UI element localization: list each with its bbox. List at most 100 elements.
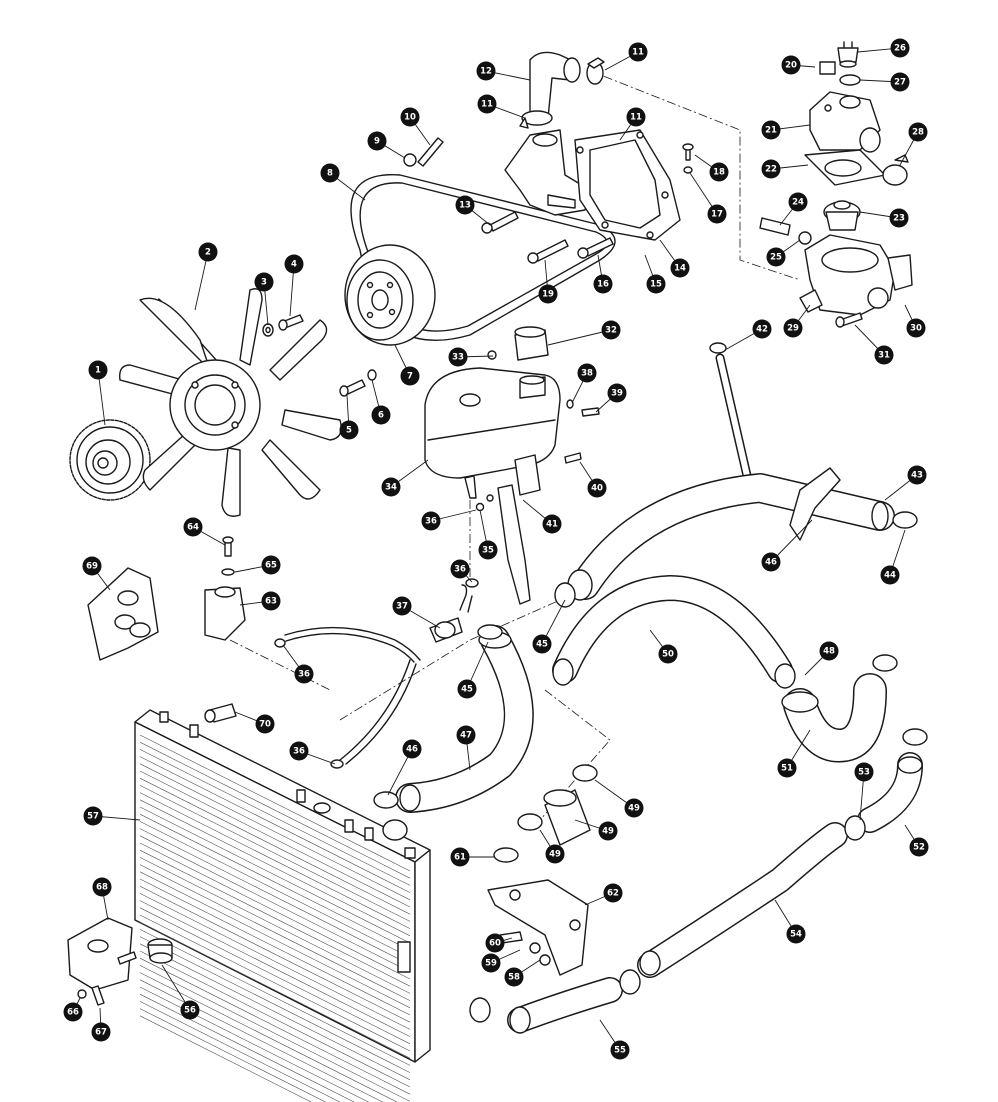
callout-11: 11: [628, 42, 648, 62]
radiator-fin: [139, 756, 411, 893]
radiator: [134, 709, 431, 1102]
callout-badge: [532, 634, 552, 654]
callout-number: 52: [913, 843, 925, 853]
callout-number: 16: [597, 280, 609, 290]
callout-number: 56: [184, 1006, 196, 1016]
callout-number: 36: [454, 565, 466, 575]
top-hose: [567, 467, 895, 601]
callout-number: 64: [187, 523, 199, 533]
callout-40: 40: [587, 478, 607, 498]
radiator-fin: [139, 813, 411, 951]
callout-badge: [504, 967, 524, 987]
thermostat-gasket: [804, 149, 886, 186]
callout-number: 5: [346, 426, 352, 436]
radiator-fin: [139, 943, 411, 1081]
water-pump-pulley: [344, 244, 436, 346]
callout-badge: [607, 383, 627, 403]
callout-26: 26: [890, 38, 910, 58]
callout-number: 24: [792, 198, 804, 208]
pump-bolts: [481, 143, 694, 264]
callout-number: 62: [607, 889, 619, 899]
temperature-sensor: [759, 217, 812, 245]
radiator-fin: [139, 936, 411, 1073]
expansion-tank-cap: [514, 326, 549, 361]
callout-badge: [289, 741, 309, 761]
callout-4: 4: [284, 254, 304, 274]
callout-10: 10: [400, 107, 420, 127]
callout-12: 12: [476, 61, 496, 81]
callout-badge: [788, 192, 808, 212]
callout-number: 37: [396, 602, 408, 612]
callout-36: 36: [294, 664, 314, 684]
callout-number: 54: [790, 930, 802, 940]
callout-number: 36: [298, 670, 310, 680]
radiator-fin: [139, 849, 411, 987]
callout-number: 53: [858, 768, 870, 778]
callout-58: 58: [504, 967, 524, 987]
callout-badge: [908, 122, 928, 142]
callout-number: 67: [95, 1028, 107, 1038]
callout-43: 43: [907, 465, 927, 485]
callout-56: 56: [180, 1000, 200, 1020]
callout-number: 46: [406, 745, 418, 755]
callout-badge: [481, 953, 501, 973]
callout-68: 68: [92, 877, 112, 897]
callout-badge: [400, 107, 420, 127]
breather-pipe: [284, 584, 473, 765]
callout-number: 49: [602, 827, 614, 837]
callout-badge: [603, 883, 623, 903]
callout-number: 63: [265, 597, 277, 607]
callout-badge: [261, 555, 281, 575]
radiator-fin: [139, 806, 411, 944]
callout-badge: [880, 565, 900, 585]
callout-30: 30: [906, 318, 926, 338]
callout-number: 10: [404, 113, 416, 123]
callout-badge: [542, 514, 562, 534]
callout-69: 69: [82, 556, 102, 576]
radiator-fin: [139, 835, 411, 973]
callout-badge: [598, 821, 618, 841]
callout-badge: [284, 254, 304, 274]
callout-number: 28: [912, 128, 924, 138]
callout-44: 44: [880, 565, 900, 585]
callout-badge: [82, 556, 102, 576]
callout-45: 45: [532, 634, 552, 654]
thermostat-housing-cover: [809, 91, 881, 153]
callout-number: 60: [489, 939, 501, 949]
hose-53: [857, 752, 923, 833]
callouts: 1234567891011111112131415161718192021222…: [63, 38, 929, 1060]
callout-number: 59: [485, 959, 497, 969]
callout-number: 9: [374, 137, 380, 147]
callout-66: 66: [63, 1002, 83, 1022]
radiator-fin: [139, 864, 411, 1001]
callout-number: 58: [508, 973, 520, 983]
callout-number: 38: [581, 369, 593, 379]
callout-number: 31: [878, 351, 890, 361]
callout-badge: [624, 798, 644, 818]
callout-badge: [909, 837, 929, 857]
callout-badge: [854, 762, 874, 782]
callout-6: 6: [371, 405, 391, 425]
callout-badge: [294, 664, 314, 684]
callout-number: 49: [549, 850, 561, 860]
callout-badge: [761, 120, 781, 140]
callout-badge: [455, 195, 475, 215]
callout-badge: [907, 465, 927, 485]
callout-number: 42: [756, 325, 768, 335]
callout-number: 13: [459, 201, 471, 211]
radiator-fin: [139, 763, 411, 901]
callout-number: 14: [674, 264, 686, 274]
callout-badge: [91, 1022, 111, 1042]
callout-badge: [786, 924, 806, 944]
callout-badge: [371, 405, 391, 425]
callout-11: 11: [477, 94, 497, 114]
radiator-fin: [139, 777, 411, 915]
callout-32: 32: [601, 320, 621, 340]
callout-70: 70: [255, 714, 275, 734]
radiator-fin: [139, 914, 411, 1052]
callout-36: 36: [450, 559, 470, 579]
hose-clip-11a: [586, 57, 605, 85]
callout-badge: [709, 162, 729, 182]
callout-badge: [183, 517, 203, 537]
